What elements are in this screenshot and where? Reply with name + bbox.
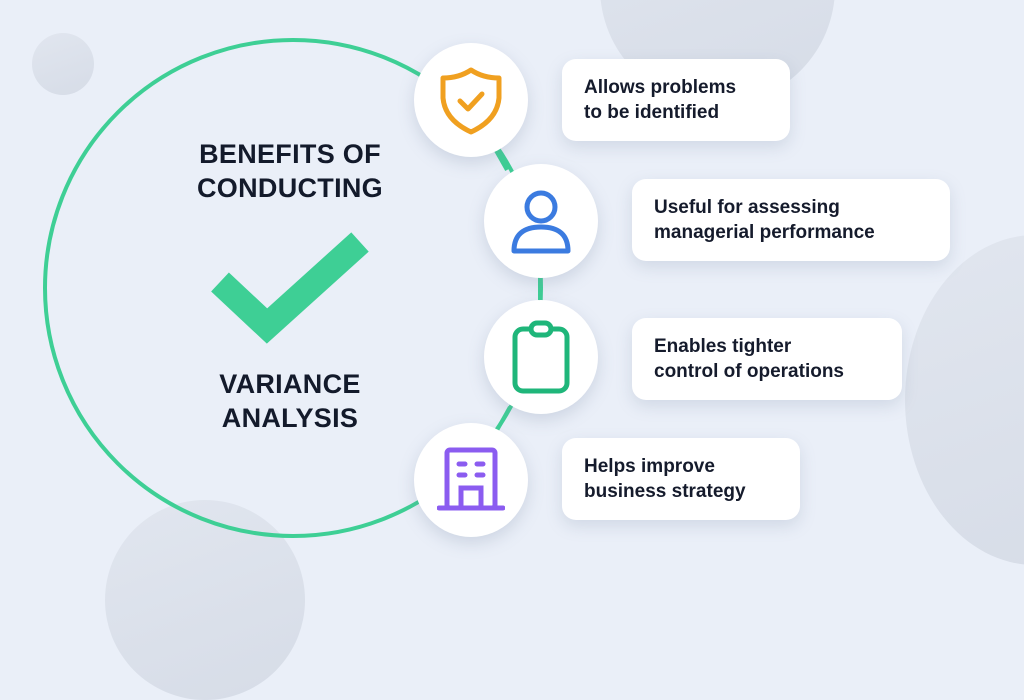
benefit-card-4: Helps improve business strategy [562, 438, 800, 520]
clipboard-icon [512, 320, 570, 394]
benefit-node-4 [414, 423, 528, 537]
user-icon [511, 190, 571, 254]
background-blob [32, 33, 94, 95]
heading-line-3: VARIANCE [219, 369, 361, 399]
benefit-text-line: Enables tighter [654, 336, 792, 357]
heading-bottom: VARIANCE ANALYSIS [140, 367, 440, 435]
benefit-text-line: to be identified [584, 102, 720, 123]
benefit-text-line: Useful for assessing [654, 197, 840, 218]
benefit-node-3 [484, 300, 598, 414]
benefit-node-2 [484, 164, 598, 278]
benefit-node-1 [414, 43, 528, 157]
benefit-text-line: business strategy [584, 481, 746, 502]
benefit-text-line: managerial performance [654, 222, 875, 243]
checkmark-icon [211, 232, 369, 344]
heading-top: BENEFITS OF CONDUCTING [140, 137, 440, 205]
benefit-card-2: Useful for assessing managerial performa… [632, 179, 950, 261]
heading-line-2: CONDUCTING [197, 173, 383, 203]
heading-line-1: BENEFITS OF [199, 139, 381, 169]
benefit-text-line: Allows problems [584, 77, 737, 98]
heading-line-4: ANALYSIS [221, 403, 359, 433]
shield-check-icon [440, 67, 502, 135]
benefit-card-1: Allows problems to be identified [562, 59, 790, 141]
benefit-text-line: control of operations [654, 361, 844, 382]
benefit-text-line: Helps improve [584, 456, 715, 477]
benefit-card-3: Enables tighter control of operations [632, 318, 902, 400]
building-icon [437, 447, 505, 511]
